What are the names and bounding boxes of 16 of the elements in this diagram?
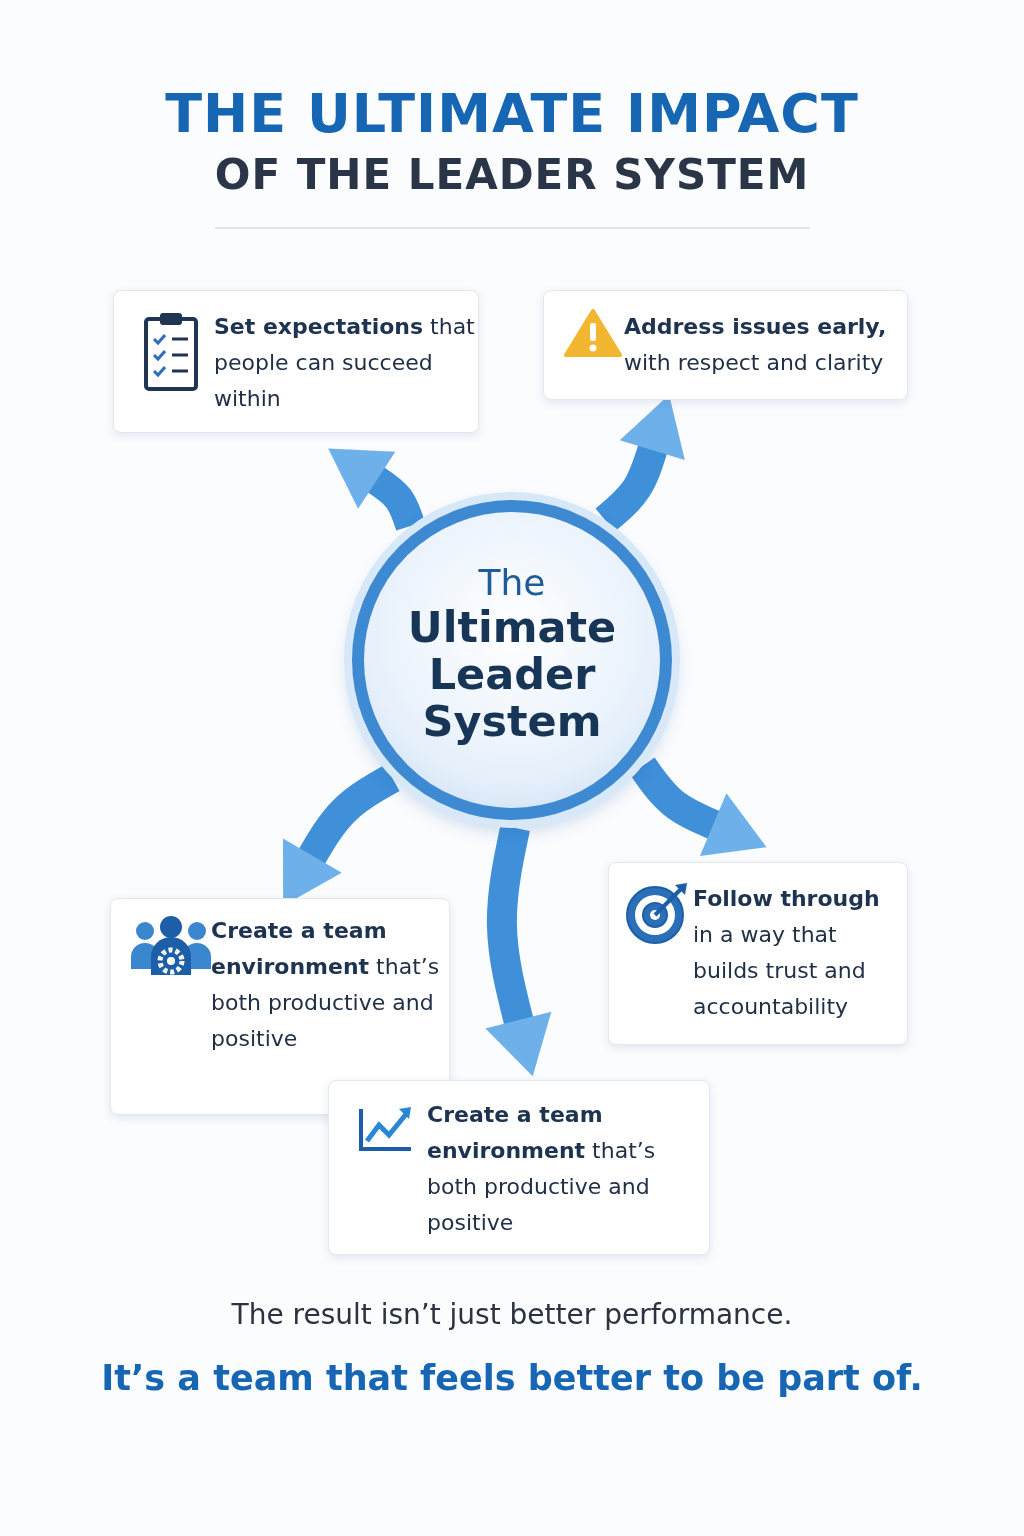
card-text: Address issues early, with respect and clarity <box>624 313 888 377</box>
card-text: Create a team environment that’s both productive and positive <box>211 917 441 1053</box>
card-text: Set expectations that people can succeed within <box>214 313 476 413</box>
card <box>328 1080 710 1255</box>
card <box>113 290 479 433</box>
title: THE ULTIMATE IMPACT <box>164 82 860 145</box>
closing-highlight: It’s a team that feels better to be part of. <box>100 1358 924 1398</box>
subtitle: OF THE LEADER SYSTEM <box>213 150 811 199</box>
circle-text: Ultimate Leader System <box>406 604 618 745</box>
circle-text-small: The <box>477 562 547 603</box>
arrow <box>328 448 425 531</box>
card-text: Create a team environment that’s both productive and positive <box>427 1101 657 1237</box>
closing-text: The result isn’t just better performance. <box>230 1298 794 1331</box>
card <box>608 862 908 1045</box>
card <box>543 290 908 400</box>
card-text: Follow through in a way that builds trust and accountability <box>693 885 881 1021</box>
